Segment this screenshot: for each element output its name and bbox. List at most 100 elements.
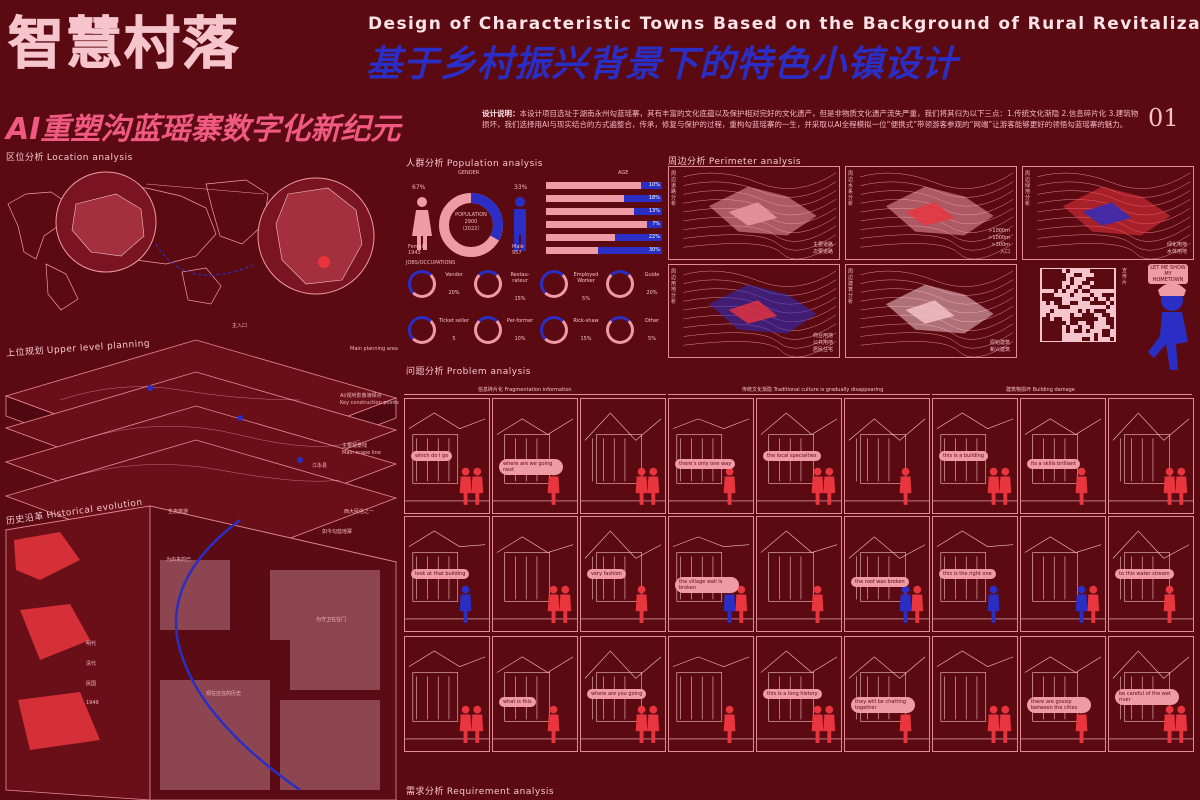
china-shape: [71, 193, 145, 257]
problem-scene-cell: [756, 516, 842, 632]
terrain-line: [59, 464, 341, 482]
qr-module: [1094, 273, 1098, 277]
map-land-use-area: [728, 300, 778, 324]
qr-code[interactable]: [1040, 268, 1116, 342]
promo-label: 宣传片: [1122, 268, 1128, 286]
male-label: Male: [512, 244, 524, 250]
qr-module: [1054, 289, 1058, 293]
building-outline: [596, 434, 642, 484]
map-contour-line: [1037, 225, 1191, 242]
qr-module: [1086, 309, 1090, 313]
map-land-use-area: [905, 300, 955, 324]
qr-module: [1106, 273, 1110, 277]
qr-module: [1050, 293, 1054, 297]
history-label: 为由来的已: [166, 557, 192, 563]
location-heading-en: Location analysis: [46, 153, 133, 163]
qr-module: [1046, 337, 1050, 341]
guide-figure-icon: [1148, 283, 1188, 370]
qr-module: [1090, 325, 1094, 329]
planning-isometric: [4, 339, 398, 800]
problem-scene-cell: there are gossip between the cities: [1020, 636, 1106, 752]
problem-group-title: 传统文化渐隐 Traditional culture is gradually …: [742, 387, 884, 393]
qr-module: [1082, 281, 1086, 285]
qr-module: [1054, 329, 1058, 333]
qr-module: [1078, 309, 1082, 313]
qr-module: [1110, 285, 1114, 289]
qr-module: [1078, 273, 1082, 277]
qr-module: [1110, 277, 1114, 281]
building-roof-line: [584, 650, 662, 679]
qr-module: [1090, 269, 1094, 273]
problem-scene-cell: this is a building: [932, 398, 1018, 514]
problem-heading-en: Problem analysis: [446, 367, 531, 377]
problem-scene-svg: [933, 412, 1017, 505]
female-figure-icon: [412, 197, 432, 250]
tourist-figure-icon: [811, 467, 824, 505]
perimeter-heading-en: Perimeter analysis: [708, 157, 802, 167]
perimeter-legend-item: >1000m: [988, 228, 1010, 234]
qr-module: [1094, 281, 1098, 285]
job-percent: 15%: [514, 296, 526, 302]
qr-module: [1046, 281, 1050, 285]
history-label: 现在还在的历史: [206, 691, 242, 697]
qr-module: [1098, 277, 1102, 281]
speech-bubble: its a skills brilliant: [1027, 459, 1081, 469]
requirement-heading-cn: 需求分析: [406, 787, 445, 797]
qr-module: [1106, 277, 1110, 281]
population-heading-en: Population analysis: [446, 159, 543, 169]
problem-group-divider: [404, 394, 666, 395]
qr-module: [1046, 321, 1050, 325]
qr-module: [1050, 285, 1054, 289]
qr-module: [1066, 329, 1070, 333]
world-continent-shape: [45, 263, 79, 311]
qr-module: [1086, 321, 1090, 325]
qr-module: [1078, 325, 1082, 329]
qr-module: [1074, 329, 1078, 333]
problem-scene-svg: [757, 650, 841, 743]
qr-module: [1042, 337, 1046, 341]
job-name: Per-former: [506, 318, 534, 324]
history-label: 1949: [86, 700, 99, 706]
problem-heading-cn: 问题分析: [406, 367, 445, 377]
qr-module: [1046, 301, 1050, 305]
qr-module: [1102, 301, 1106, 305]
qr-module: [1102, 285, 1106, 289]
design-description: 设计说明：本设计项目选址于湖南永州勾蓝瑶寨，其有丰富的文化底蕴以及保护相对完好的…: [482, 108, 1142, 130]
qr-module: [1046, 313, 1050, 317]
villager-figure-icon: [559, 585, 572, 623]
age-bar: 30%: [546, 247, 662, 254]
qr-module: [1066, 325, 1070, 329]
plan-label: Main planning area: [350, 346, 398, 352]
tourist-figure-icon: [987, 705, 1000, 743]
qr-module: [1106, 317, 1110, 321]
perimeter-map-svg: [683, 172, 837, 259]
qr-module: [1050, 297, 1054, 301]
history-label: 清代: [86, 661, 97, 667]
hunan-shape: [275, 187, 363, 285]
speech-bubble: to this water stream: [1115, 569, 1174, 579]
planning-point: [147, 385, 153, 391]
building-outline: [676, 552, 723, 602]
qr-module: [1110, 337, 1114, 341]
speech-bubble: the roof was broken: [851, 577, 909, 587]
problem-scene-svg: [669, 536, 753, 623]
map-contour-line: [683, 225, 837, 242]
qr-module: [1106, 269, 1110, 273]
qr-module: [1106, 305, 1110, 309]
map-contour-line: [683, 323, 837, 340]
letme-bubble: LET ME SHOW MY HOMETOWN: [1148, 264, 1188, 284]
world-continent-shape: [205, 179, 269, 245]
perimeter-legend-item: 水体用地: [1166, 249, 1187, 255]
qr-module: [1050, 321, 1054, 325]
age-bar-fill: [615, 234, 662, 241]
tourist-figure-icon: [723, 467, 736, 505]
jobs-label: JOBS/OCCUPATIONS: [406, 260, 456, 266]
qr-module: [1102, 277, 1106, 281]
perimeter-cell-title: 周边建筑分析: [848, 269, 854, 305]
building-outline: [412, 672, 459, 722]
tourist-figure-icon: [1075, 585, 1088, 623]
building-roof-line: [848, 656, 926, 679]
tourist-figure-icon: [1163, 705, 1176, 743]
map-land-use-area: [728, 202, 778, 226]
